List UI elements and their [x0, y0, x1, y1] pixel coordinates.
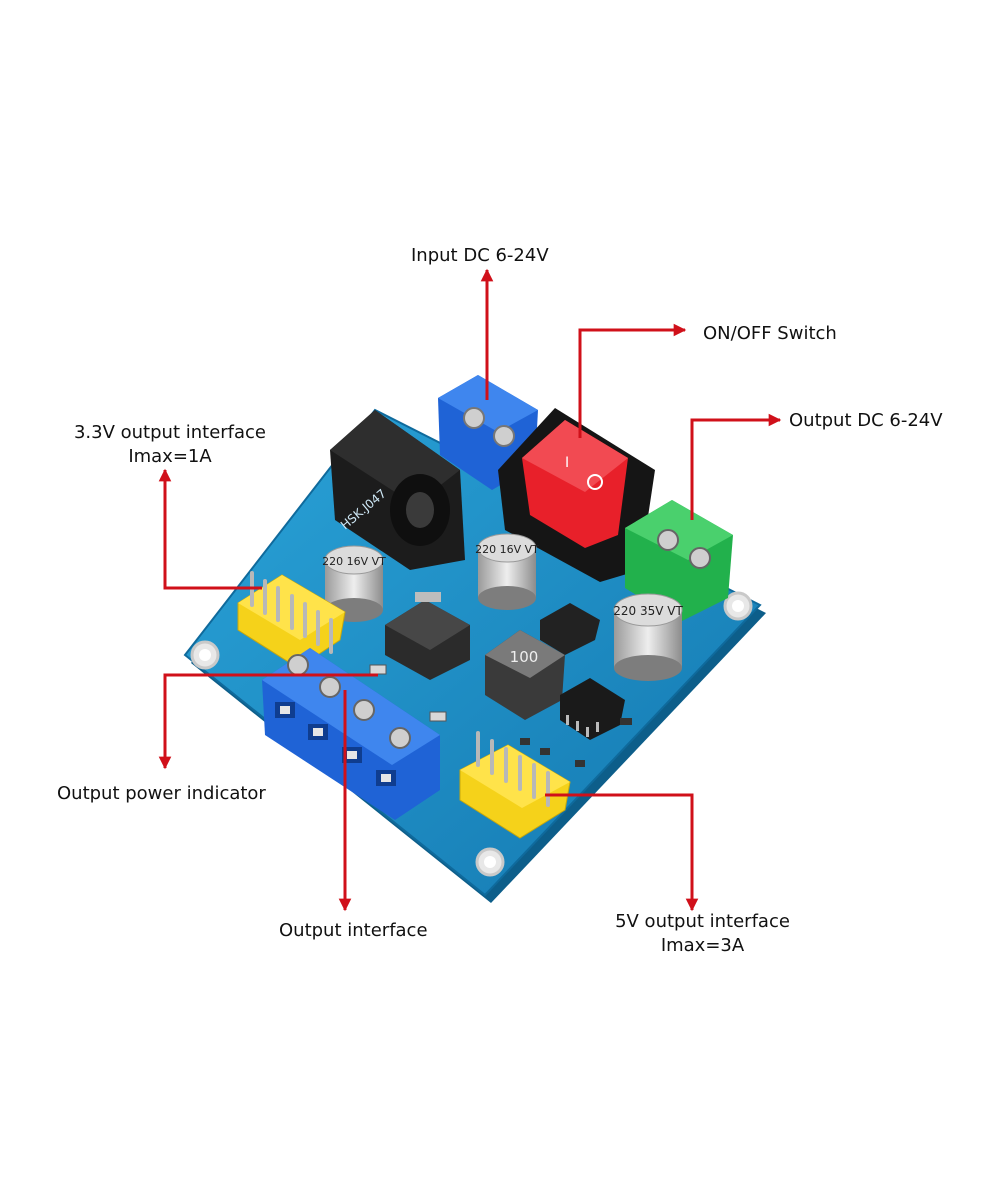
- cap-left-text: 220 16V VT: [322, 555, 386, 568]
- smd-parts: [369, 664, 632, 767]
- label-power-indicator: Output power indicator: [57, 783, 266, 804]
- label-input-dc: Input DC 6-24V: [411, 245, 549, 266]
- arrow-5v: [545, 793, 699, 912]
- header-3v3: [237, 571, 346, 669]
- capacitor-left: 220 16V VT: [322, 545, 386, 622]
- ic-chips: [540, 603, 625, 740]
- arrow-on-off: [578, 323, 687, 438]
- output-terminal: [625, 500, 733, 622]
- label-on-off-switch: ON/OFF Switch: [703, 323, 837, 344]
- cap-middle-text: 220 16V VT: [475, 543, 539, 556]
- label-5v-line1: 5V output interface: [615, 911, 790, 932]
- label-3v3-interface: 3.3V output interface Imax=1A: [60, 421, 280, 469]
- voltage-regulator: [385, 592, 470, 680]
- label-3v3-line1: 3.3V output interface: [73, 422, 267, 443]
- label-5v-line2: Imax=3A: [660, 935, 745, 956]
- cap-right-text: 220 35V VT: [613, 604, 683, 618]
- capacitor-middle: 220 16V VT: [475, 533, 539, 610]
- dc-jack: [330, 410, 465, 570]
- label-output-dc: Output DC 6-24V: [789, 410, 943, 431]
- inductor-text: 100: [510, 648, 539, 666]
- label-output-interface: Output interface: [279, 920, 428, 941]
- label-3v3-line2: Imax=1A: [128, 446, 212, 467]
- arrow-power-indicator: [158, 673, 378, 770]
- rocker-switch: I: [498, 408, 655, 582]
- svg-text:I: I: [565, 455, 569, 471]
- arrow-3v3: [158, 468, 262, 590]
- header-5v: [459, 731, 571, 839]
- capacitor-right: 220 35V VT: [613, 593, 683, 681]
- arrow-output-dc: [690, 413, 782, 520]
- output-interface-terminal: [262, 648, 440, 820]
- label-5v-interface: 5V output interface Imax=3A: [595, 910, 810, 958]
- inductor: 100: [485, 630, 565, 720]
- annotation-arrows: [158, 268, 782, 912]
- mounting-holes: [190, 591, 753, 877]
